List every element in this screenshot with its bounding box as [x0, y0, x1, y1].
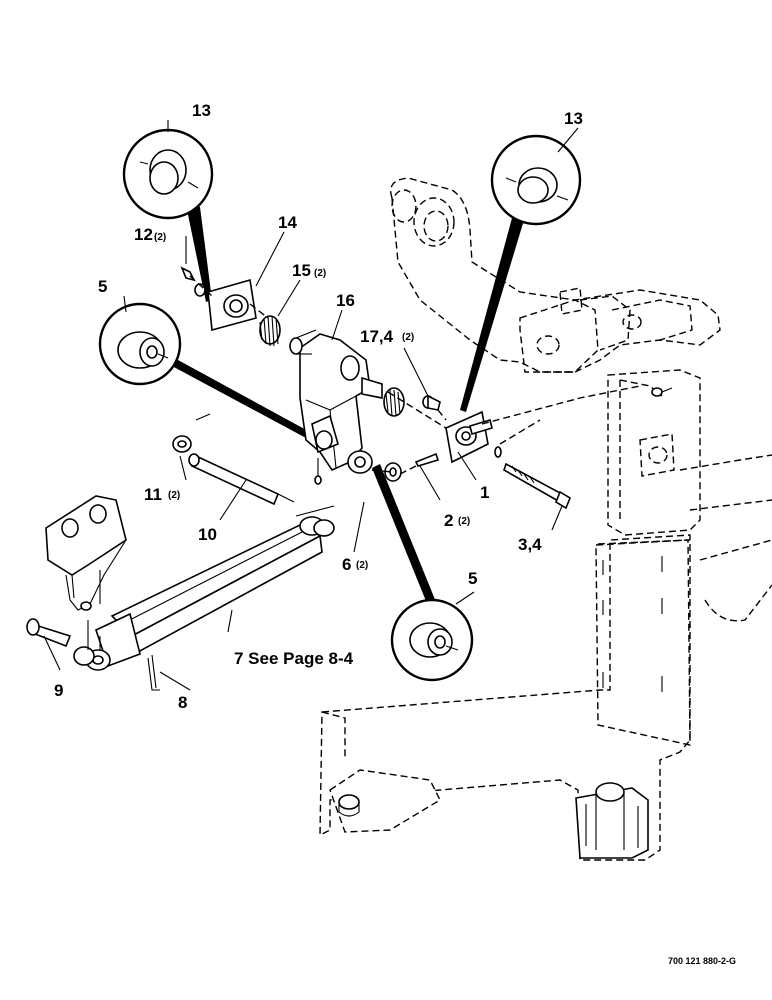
label-10: 10	[198, 525, 217, 544]
bearing-15-right	[383, 387, 405, 417]
label-11-qty: (2)	[168, 490, 180, 501]
assembly-lines	[249, 303, 641, 475]
label-12: 12	[134, 225, 153, 244]
callout-roller-5-bottom	[372, 464, 474, 682]
label-6: 6	[342, 555, 351, 574]
label-7: 7 See Page 8-4	[234, 649, 354, 668]
label-13-right: 13	[564, 109, 583, 128]
label-1: 1	[480, 483, 489, 502]
label-17-4-qty: (2)	[402, 332, 414, 343]
bolt-12	[180, 266, 213, 297]
label-15-qty: (2)	[314, 268, 326, 279]
label-2: 2	[444, 511, 453, 530]
long-bolt-3-4	[503, 462, 571, 510]
label-16: 16	[336, 291, 355, 310]
callout-bushing-13-right	[460, 134, 582, 412]
label-11: 11	[144, 485, 162, 504]
bolt-17	[422, 394, 441, 411]
label-6-qty: (2)	[356, 560, 368, 571]
bearing-plate-14	[207, 278, 257, 332]
callout-roller-5-left	[98, 302, 310, 438]
main-frame-outline	[319, 177, 772, 861]
callout-bushing-13-left	[122, 128, 214, 302]
part-labels: 13 13 14 12 (2) 15 (2) 16 5 17,4 (2) 1 2…	[54, 101, 736, 966]
pivot-pin-10	[188, 453, 295, 506]
label-13-left: 13	[192, 101, 211, 120]
left-mount-bracket	[45, 495, 127, 611]
leader-lines	[43, 120, 579, 691]
label-9: 9	[54, 681, 63, 700]
label-12-qty: (2)	[154, 232, 166, 243]
bearing-15-left	[259, 315, 281, 347]
washer-11	[172, 413, 211, 453]
label-3-4: 3,4	[518, 535, 542, 554]
pivot-arm	[289, 329, 383, 485]
label-8: 8	[178, 693, 187, 712]
cotter-pin-8	[147, 654, 160, 691]
label-14: 14	[278, 213, 297, 232]
reference-number: 700 121 880-2-G	[668, 956, 736, 966]
label-5-left: 5	[98, 277, 107, 296]
label-17-4: 17,4	[360, 327, 394, 346]
hydraulic-cylinder	[73, 505, 335, 671]
pin-2	[414, 452, 440, 467]
label-15: 15	[292, 261, 311, 280]
label-2-qty: (2)	[458, 516, 470, 527]
clevis-pin-9	[26, 618, 72, 648]
label-5-bottom: 5	[468, 569, 477, 588]
bearing-plate-1	[445, 410, 502, 464]
